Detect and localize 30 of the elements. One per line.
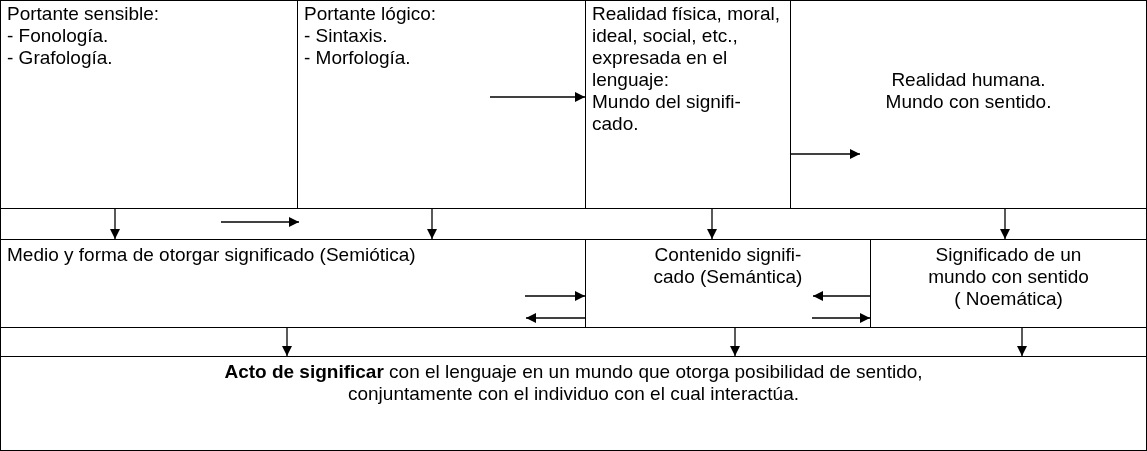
- arrow: [730, 327, 740, 357]
- arrow: [1000, 208, 1010, 240]
- cell-text: Portante sensible:: [7, 3, 161, 26]
- arrow: [110, 208, 120, 240]
- arrow: [525, 313, 587, 323]
- arrow: [220, 217, 300, 227]
- arrow: [489, 92, 586, 102]
- cell-text: - Sintaxis.: [304, 25, 389, 48]
- cell-text: Acto de significar con el lenguaje en un mundo que otorga posibilidad de sentido, conjuntamente con el individuo con el cual interactúa.: [223, 361, 924, 406]
- table-cell: [790, 0, 1147, 209]
- arrow: [1017, 327, 1027, 357]
- cell-text: Contenido signifi- cado (Semántica): [652, 244, 804, 289]
- cell-text: Portante lógico:: [304, 3, 438, 26]
- cell-text: Mundo del signifi- cado.: [592, 91, 742, 136]
- cell-text: Medio y forma de otorgar significado (Semiótica): [7, 244, 417, 267]
- cell-text: Significado de un mundo con sentido ( Noemática): [927, 244, 1090, 311]
- cell-text: Realidad humana. Mundo con sentido.: [884, 69, 1053, 114]
- arrow: [427, 208, 437, 240]
- cell-text: - Morfología.: [304, 47, 412, 70]
- arrow: [812, 291, 872, 301]
- arrow: [789, 149, 861, 159]
- cell-text: Realidad física, moral, ideal, social, etc., expresada en el lenguaje:: [592, 3, 781, 92]
- arrow: [282, 327, 292, 357]
- table-cell: [0, 356, 1147, 451]
- table-cell: [0, 0, 298, 209]
- arrow: [524, 291, 586, 301]
- arrow: [707, 208, 717, 240]
- cell-text: - Grafología.: [7, 47, 114, 70]
- cell-text: - Fonología.: [7, 25, 110, 48]
- arrow: [811, 313, 871, 323]
